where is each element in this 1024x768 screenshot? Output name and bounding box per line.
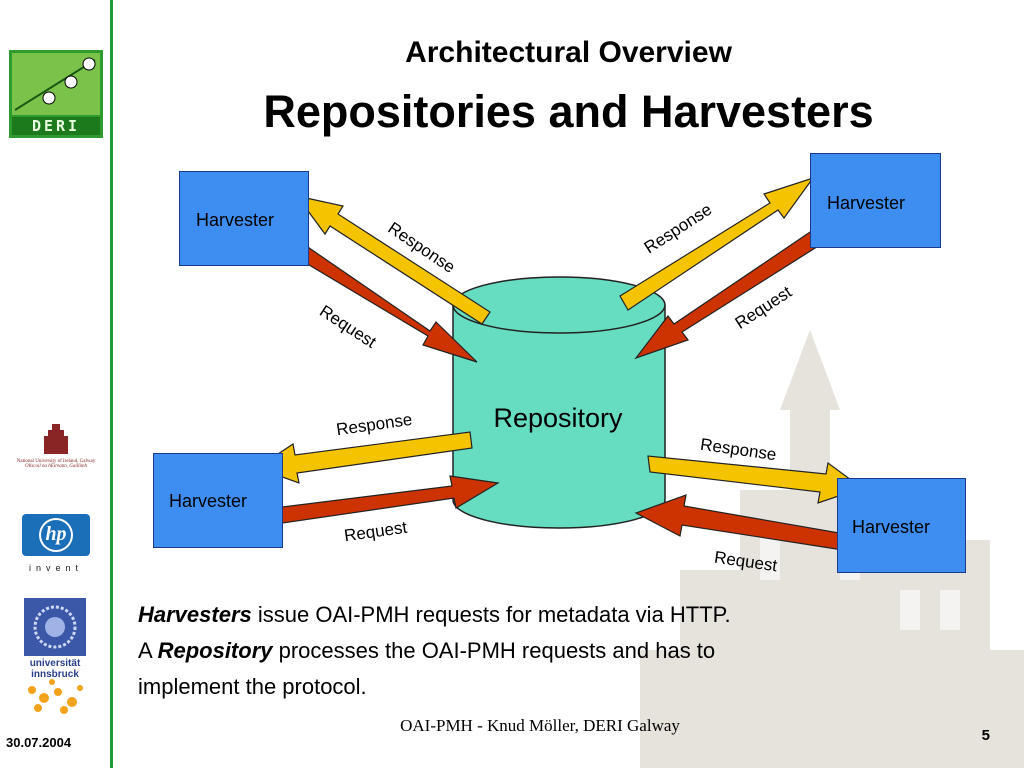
innsbruck-logo: universität innsbruck <box>24 598 86 716</box>
galway-logo: National University of Ireland, Galway O… <box>4 424 108 478</box>
galway-logo-line2: Ollscoil na hÉireann, Gaillimh <box>24 464 88 469</box>
body-line-1-rest: issue OAI-PMH requests for metadata via … <box>251 602 731 627</box>
body-line-3: implement the protocol. <box>138 674 367 699</box>
hp-badge-icon <box>22 514 90 556</box>
innsbruck-line1: universität <box>29 658 81 669</box>
arrow-response-bottom-left <box>255 431 473 484</box>
harvester-label: Harvester <box>169 491 248 511</box>
harvester-label: Harvester <box>196 210 275 230</box>
harvester-box-bottom-left: Harvester <box>153 453 283 548</box>
arrow-response-top-left <box>295 195 491 325</box>
hp-logo-text: hp <box>45 523 67 545</box>
footer-text: OAI-PMH - Knud Möller, DERI Galway <box>400 716 680 735</box>
slide-date: 30.07.2004 <box>6 735 72 750</box>
harvester-label: Harvester <box>852 517 931 537</box>
deri-logo <box>9 50 103 138</box>
hp-logo: hp invent <box>22 514 90 574</box>
harvester-box-bottom-right: Harvester <box>837 478 966 573</box>
innsbruck-emblem-icon <box>24 598 86 716</box>
body-line-2-prefix: A <box>138 638 158 663</box>
page-number: 5 <box>981 727 990 744</box>
repository-cylinder <box>452 276 666 529</box>
arrow-response-bottom-right <box>647 455 864 504</box>
repository-label: Repository <box>493 403 623 433</box>
innsbruck-line2: innsbruck <box>31 669 79 680</box>
harvesters-emphasis: Harvesters <box>138 602 252 627</box>
slide-subtitle: Repositories and Harvesters <box>263 86 874 137</box>
arrow-request-bottom-right <box>634 494 846 551</box>
harvester-label: Harvester <box>827 193 906 213</box>
hp-tagline: invent <box>28 563 84 573</box>
body-line-2: A Repository processes the OAI-PMH reque… <box>138 633 938 669</box>
deri-logo-text: DERI <box>31 117 81 135</box>
galway-logo-line1: National University of Ireland, Galway <box>16 459 96 464</box>
body-line-2-rest: processes the OAI-PMH requests and has t… <box>272 638 716 663</box>
repository-emphasis: Repository <box>157 638 273 663</box>
harvester-box-top-right: Harvester <box>810 153 941 248</box>
arrow-request-bottom-left <box>273 475 500 525</box>
slide-title: Architectural Overview <box>405 36 732 69</box>
body-line-1: Harvesters issue OAI-PMH requests for me… <box>138 597 938 633</box>
harvester-box-top-left: Harvester <box>179 171 309 266</box>
arrow-response-top-right <box>619 176 815 311</box>
arrow-request-top-right <box>634 223 832 360</box>
innsbruck-logo-text: universität innsbruck <box>24 658 86 680</box>
castle-icon <box>44 424 68 454</box>
body-text: Harvesters issue OAI-PMH requests for me… <box>138 597 938 705</box>
sidebar-divider <box>110 0 113 768</box>
